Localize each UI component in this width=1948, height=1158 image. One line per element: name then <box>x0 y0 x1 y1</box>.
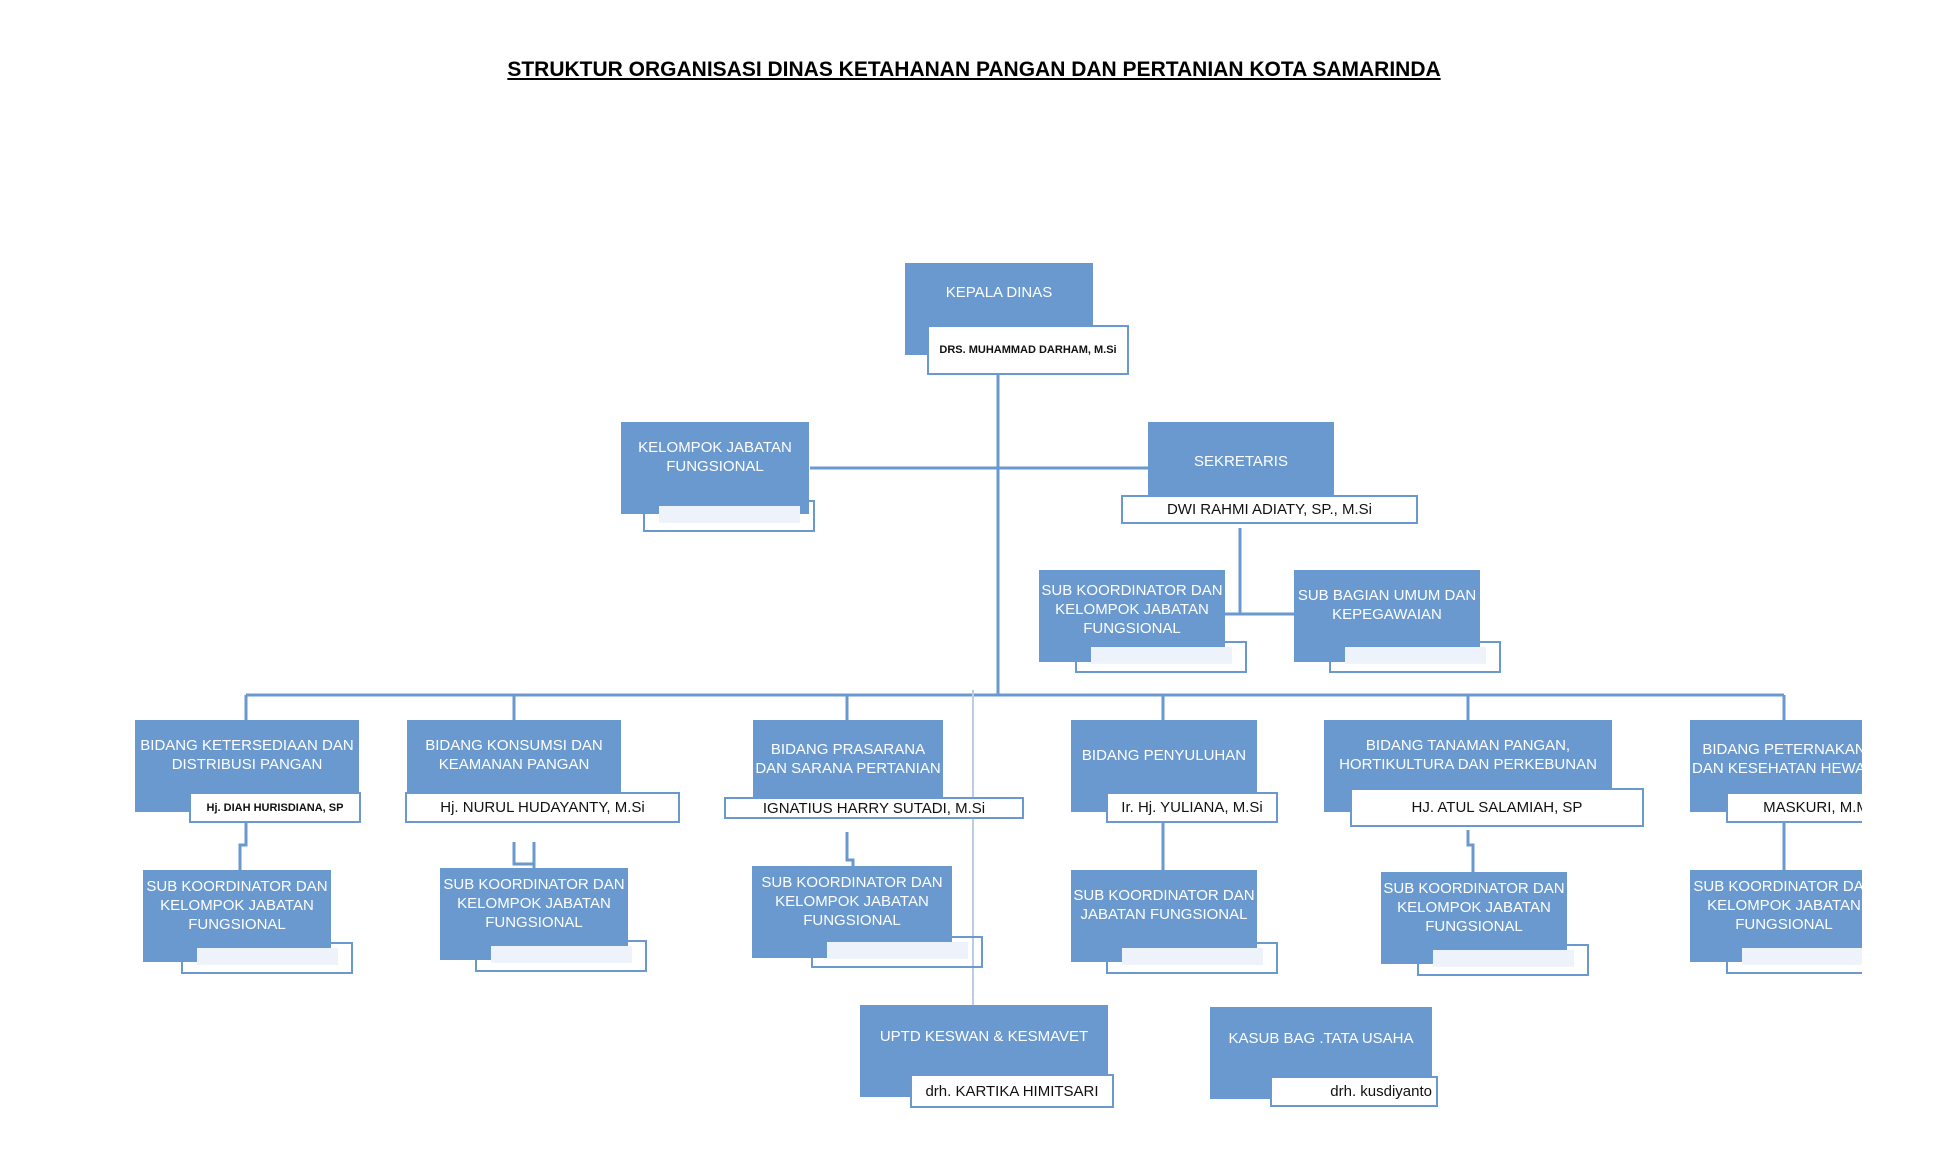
bidang-penyuluhan-sub-box: SUB KOORDINATOR DAN JABATAN FUNGSIONAL <box>1071 870 1257 962</box>
bidang-peternakan-title: BIDANG PETERNAKAN DAN KESEHATAN HEWAN <box>1692 741 1862 777</box>
kelompok-jabatan-box: KELOMPOK JABATAN FUNGSIONAL <box>621 422 809 514</box>
uptd-name: drh. KARTIKA HIMITSARI <box>910 1074 1114 1108</box>
bidang-tanaman-sub-title: SUB KOORDINATOR DAN KELOMPOK JABATAN FUN… <box>1383 879 1565 935</box>
bidang-konsumsi-sub-title: SUB KOORDINATOR DAN KELOMPOK JABATAN FUN… <box>443 875 625 931</box>
kepala-dinas-name: DRS. MUHAMMAD DARHAM, M.Si <box>927 325 1129 375</box>
bidang-peternakan-sub-title: SUB KOORDINATOR DAN KELOMPOK JABATAN FUN… <box>1693 877 1862 933</box>
kepala-dinas-title: KEPALA DINAS <box>945 283 1053 301</box>
bidang-prasarana-sub-title: SUB KOORDINATOR DAN KELOMPOK JABATAN FUN… <box>761 873 943 929</box>
bidang-ketersediaan-sub-name <box>181 942 353 974</box>
kasub-tata-usaha-name: drh. kusdiyanto <box>1270 1076 1438 1107</box>
bidang-peternakan-name: MASKURI, M.M <box>1726 792 1862 823</box>
page-title: STRUKTUR ORGANISASI DINAS KETAHANAN PANG… <box>507 58 1441 81</box>
sekretaris-box: SEKRETARIS <box>1148 422 1334 500</box>
bidang-prasarana-sub-name <box>811 936 983 968</box>
bidang-tanaman-name: HJ. ATUL SALAMIAH, SP <box>1350 788 1644 827</box>
bidang-ketersediaan-sub-title: SUB KOORDINATOR DAN KELOMPOK JABATAN FUN… <box>146 877 328 933</box>
kasub-tata-usaha-title: KASUB BAG .TATA USAHA <box>1228 1029 1414 1047</box>
bidang-prasarana-box: BIDANG PRASARANA DAN SARANA PERTANIAN <box>753 720 943 812</box>
kelompok-jabatan-title: KELOMPOK JABATAN FUNGSIONAL <box>638 439 792 475</box>
bidang-penyuluhan-sub-title: SUB KOORDINATOR DAN JABATAN FUNGSIONAL <box>1073 887 1255 923</box>
bidang-penyuluhan-sub-name <box>1106 942 1278 974</box>
bidang-ketersediaan-name: Hj. DIAH HURISDIANA, SP <box>189 792 361 823</box>
bidang-area: BIDANG KETERSEDIAAN DAN DISTRIBUSI PANGA… <box>135 720 1862 976</box>
bidang-prasarana-title: BIDANG PRASARANA DAN SARANA PERTANIAN <box>755 741 941 777</box>
bidang-penyuluhan-title: BIDANG PENYULUHAN <box>1081 746 1247 764</box>
sekretaris-name: DWI RAHMI ADIATY, SP., M.Si <box>1121 495 1418 524</box>
bidang-ketersediaan-title: BIDANG KETERSEDIAAN DAN DISTRIBUSI PANGA… <box>140 737 354 773</box>
bidang-konsumsi-name: Hj. NURUL HUDAYANTY, M.Si <box>405 792 680 823</box>
kelompok-jabatan-name <box>643 500 815 532</box>
bidang-konsumsi-sub-name <box>475 940 647 972</box>
sub-bagian-umum-title: SUB BAGIAN UMUM DAN KEPEGAWAIAN <box>1297 587 1477 623</box>
sub-bagian-umum-name <box>1329 641 1501 673</box>
bidang-tanaman-sub-name <box>1417 944 1589 976</box>
uptd-title: UPTD KESWAN & KESMAVET <box>879 1027 1089 1045</box>
bidang-penyuluhan-name: Ir. Hj. YULIANA, M.Si <box>1106 792 1278 823</box>
bidang-konsumsi-title: BIDANG KONSUMSI DAN KEAMANAN PANGAN <box>425 737 603 773</box>
bidang-peternakan-sub-name <box>1726 942 1862 974</box>
bidang-tanaman-title: BIDANG TANAMAN PANGAN, HORTIKULTURA DAN … <box>1339 737 1597 773</box>
sekretaris-sub-koordinator-title: SUB KOORDINATOR DAN KELOMPOK JABATAN FUN… <box>1041 581 1223 637</box>
sekretaris-title: SEKRETARIS <box>1194 452 1288 470</box>
bidang-prasarana-name: IGNATIUS HARRY SUTADI, M.Si <box>724 797 1024 819</box>
sekretaris-sub-koordinator-name <box>1075 641 1247 673</box>
